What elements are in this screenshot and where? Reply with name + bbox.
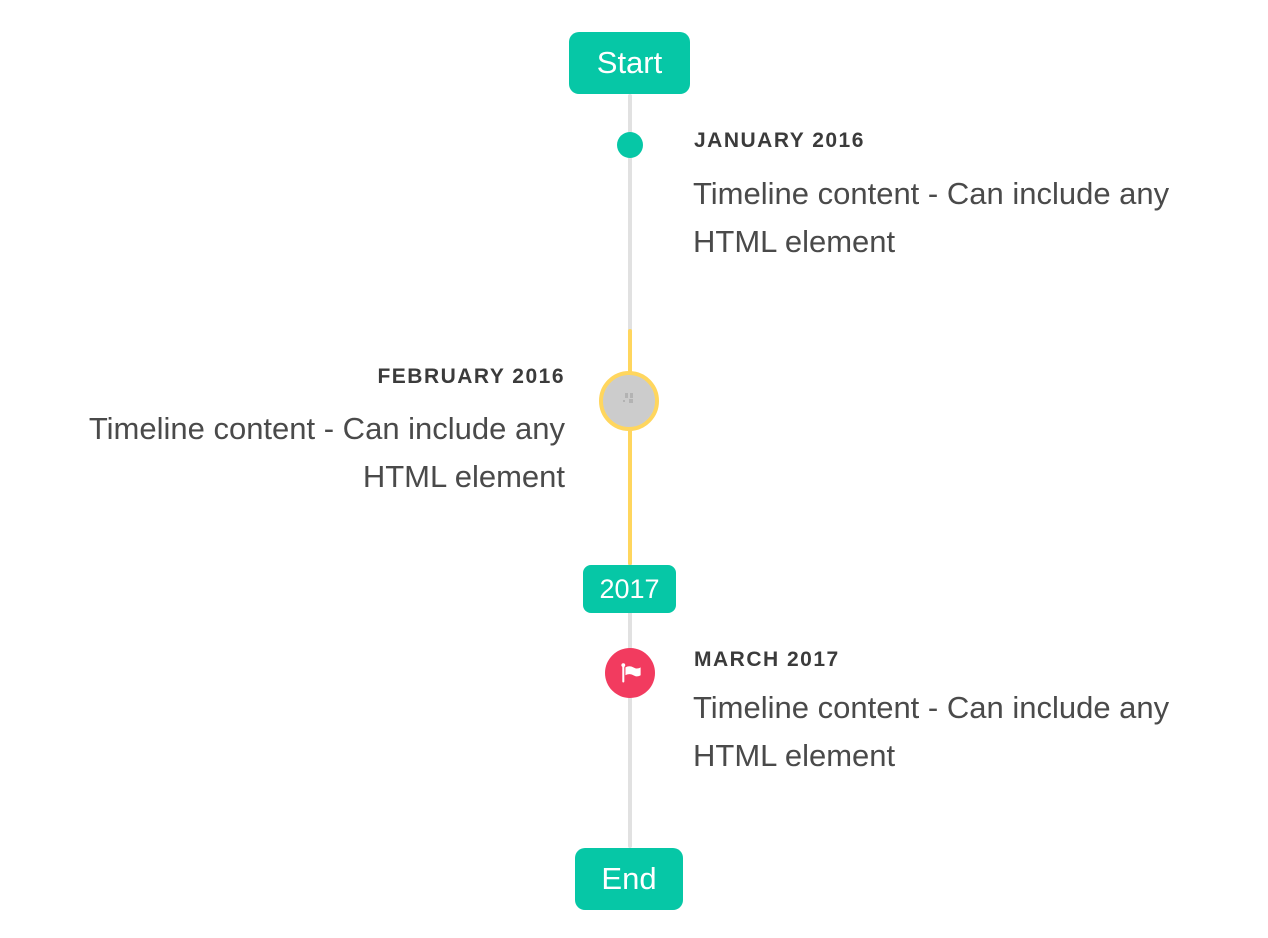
broken-image-icon — [621, 391, 638, 411]
item-content-january: Timeline content - Can include any HTML … — [693, 176, 1170, 259]
timeline-line-highlight — [628, 329, 632, 565]
item-content-february: Timeline content - Can include any HTML … — [88, 411, 565, 494]
flag-icon — [617, 660, 644, 687]
item-content-march: Timeline content - Can include any HTML … — [693, 690, 1170, 773]
item-title-january: JANUARY 2016 — [694, 129, 865, 152]
item-title-march: MARCH 2017 — [694, 648, 840, 671]
start-badge[interactable]: Start — [569, 32, 690, 94]
end-badge[interactable]: End — [575, 848, 683, 910]
period-2017-badge[interactable]: 2017 — [583, 565, 676, 613]
timeline-marker-february — [599, 371, 659, 431]
timeline-marker-january — [617, 132, 643, 158]
item-title-february: FEBRUARY 2016 — [377, 365, 565, 388]
end-badge-label: End — [601, 861, 657, 896]
start-badge-label: Start — [596, 45, 663, 80]
period-2017-badge-label: 2017 — [599, 573, 660, 604]
timeline-marker-march — [605, 648, 655, 698]
